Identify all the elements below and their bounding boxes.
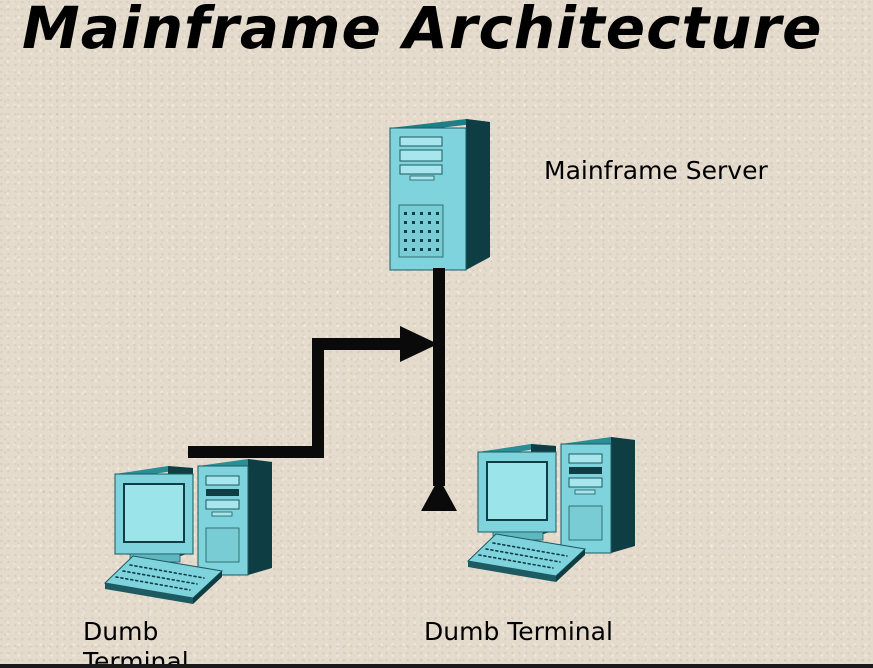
desktop-computer-icon — [104, 458, 273, 605]
connector-lines — [188, 268, 457, 511]
server-label: Mainframe Server — [544, 156, 768, 185]
bottom-divider — [0, 664, 873, 668]
arrowhead-up-icon — [421, 478, 457, 511]
terminal-right-label: Dumb Terminal — [424, 617, 613, 646]
terminal-left-label: Dumb Terminal — [83, 617, 189, 668]
arrowhead-right-icon — [400, 326, 438, 362]
page-title: Mainframe Architecture — [22, 0, 823, 62]
desktop-computer-icon — [467, 436, 636, 583]
server-tower-icon — [389, 119, 490, 271]
